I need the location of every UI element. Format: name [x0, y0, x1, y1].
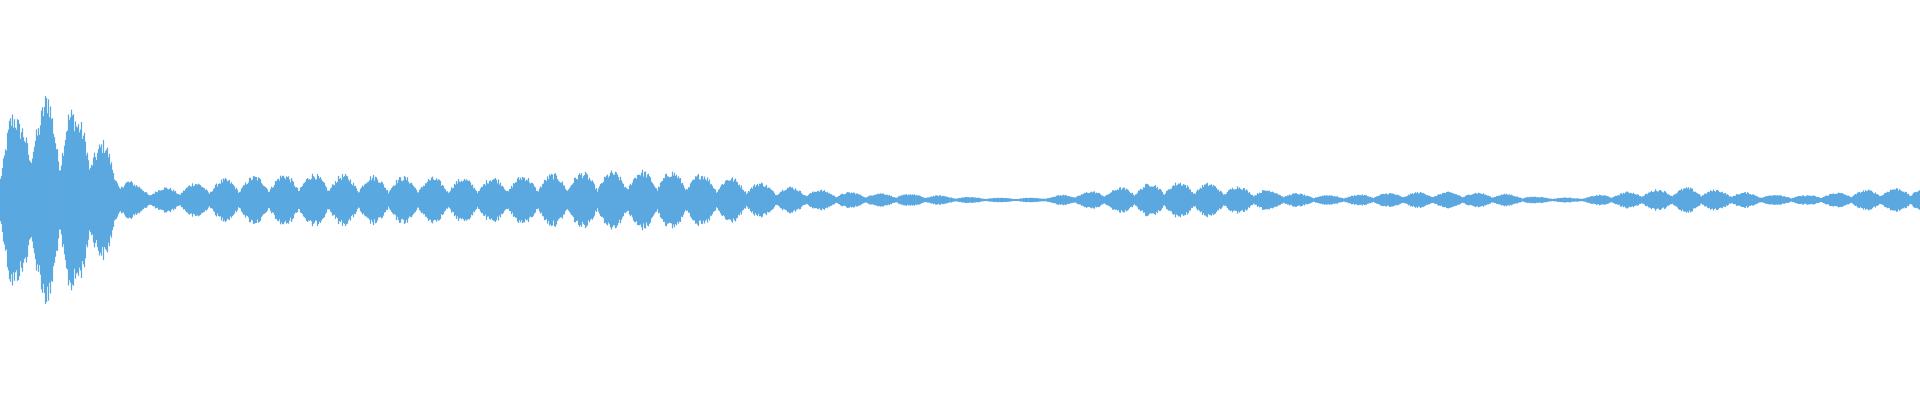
waveform-bars — [0, 96, 1920, 304]
